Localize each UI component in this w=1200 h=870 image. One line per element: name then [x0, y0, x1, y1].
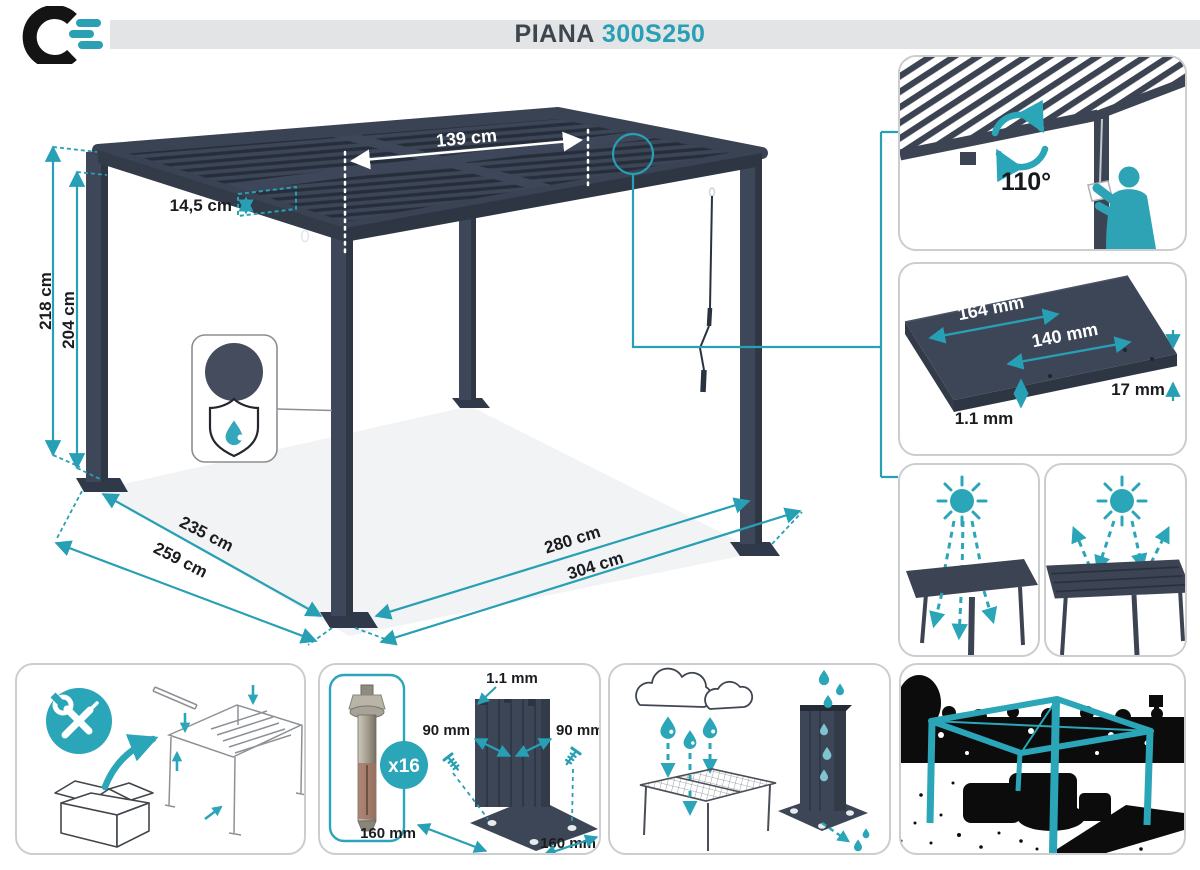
- svg-text:14,5 cm: 14,5 cm: [170, 196, 232, 215]
- panel-sun-through: [898, 463, 1040, 657]
- svg-text:17 mm: 17 mm: [1111, 380, 1165, 399]
- anthracite-color-swatch: [205, 343, 263, 401]
- panel-post-anchoring: x16 1.1 mm 90 m: [318, 663, 601, 855]
- svg-text:90 mm: 90 mm: [556, 722, 599, 739]
- water-resistant-shield-icon: [208, 397, 260, 458]
- panel-louver-profile: 164 mm 140 mm 17 mm 1.1 mm: [898, 262, 1187, 456]
- water-drops-through-post: [818, 669, 844, 708]
- svg-text:1.1 mm: 1.1 mm: [955, 409, 1014, 428]
- louver-callout-connector: [611, 130, 898, 479]
- panel-product-photo: [899, 663, 1186, 855]
- svg-text:204 cm: 204 cm: [59, 291, 78, 349]
- closed-louver-roof-mini: [1046, 559, 1185, 655]
- rays-passing-through: [929, 590, 998, 641]
- pergola-left-post: [76, 152, 128, 492]
- clouds-icon: [635, 667, 754, 710]
- brand-logo-icon: [22, 6, 103, 64]
- dim-heights: 218 cm 204 cm: [36, 145, 108, 480]
- svg-text:218 cm: 218 cm: [36, 272, 55, 330]
- panel-rain-drainage: [608, 663, 891, 855]
- anchor-bolt-illustration: [328, 673, 406, 843]
- tools-icon: [46, 688, 112, 754]
- unboxing-icon: [54, 780, 154, 848]
- panel-assembly: [15, 663, 306, 855]
- pergola-right-post: [730, 162, 780, 556]
- page-title: PIANA 300S250: [110, 20, 1110, 49]
- sun-icon: [1096, 475, 1148, 527]
- photo-pergola-frame: [926, 696, 1154, 853]
- rotation-arrows-icon: [991, 99, 1049, 183]
- pergola-diagram: 139 cm 14,5 cm 218 cm 204 cm: [36, 107, 898, 646]
- svg-text:1.1 mm: 1.1 mm: [486, 670, 538, 687]
- person-silhouette-icon: [1092, 166, 1156, 249]
- screw-icon: [442, 746, 582, 771]
- assembly-direction-arrows: [171, 685, 259, 821]
- pergola-front-post: [320, 228, 378, 628]
- pergola-back-post: [452, 190, 490, 408]
- svg-text:160 mm: 160 mm: [360, 825, 416, 842]
- svg-text:x16: x16: [388, 756, 420, 777]
- post-dimensions: 1.1 mm 90 mm 90 mm: [360, 670, 599, 853]
- header-bar: [110, 20, 1200, 49]
- rays-reflecting: [1071, 520, 1170, 578]
- panel-sun-reflect: [1044, 463, 1187, 657]
- unbox-arrow: [101, 734, 159, 791]
- post-drainage-illustration: [778, 669, 870, 852]
- sun-icon: [936, 475, 988, 527]
- product-name: PIANA: [514, 20, 595, 48]
- anchor-count-badge: x16: [380, 741, 428, 789]
- rain-drops: [660, 716, 718, 749]
- louvered-roof-wireframe: [639, 768, 777, 851]
- frame-assembly-drawing: [152, 686, 304, 836]
- closed-roof-mini: [906, 559, 1038, 655]
- finish-callout-card: [191, 334, 333, 463]
- dim-roof-section: 139 cm: [343, 125, 590, 258]
- dim-fascia: 14,5 cm: [170, 186, 297, 217]
- panel-louver-rotation: 110°: [898, 55, 1187, 251]
- product-model: 300S250: [601, 20, 706, 48]
- svg-text:160 mm: 160 mm: [540, 835, 596, 852]
- pull-cord-loop: [300, 229, 310, 243]
- photo-furniture: [963, 773, 1111, 831]
- rotation-angle-label: 110°: [1001, 168, 1051, 196]
- svg-text:90 mm: 90 mm: [422, 722, 470, 739]
- pergola-louvered-roof: [92, 107, 768, 243]
- crank-handle: [698, 187, 716, 393]
